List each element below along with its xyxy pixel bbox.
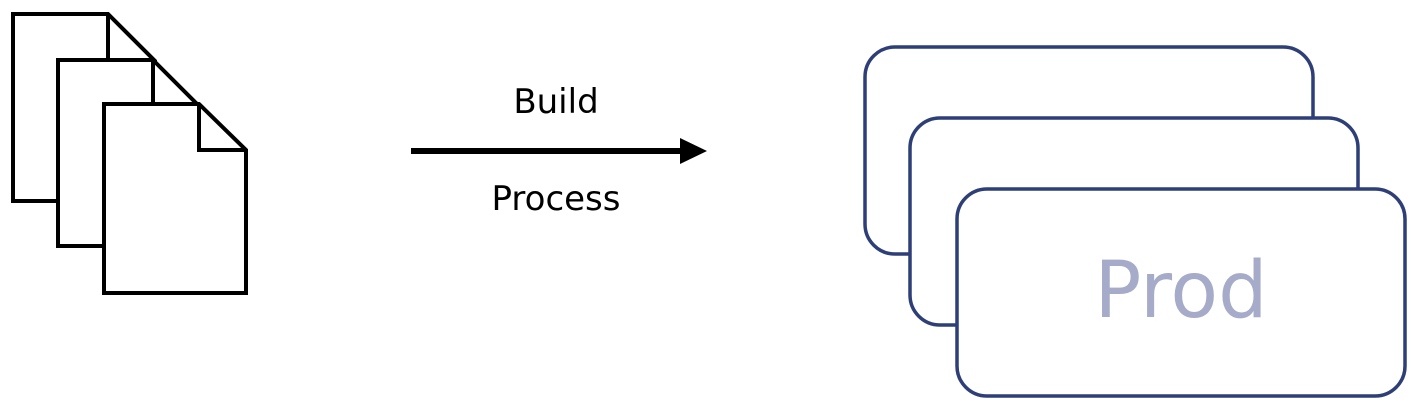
arrow-top-label: Build — [513, 82, 599, 122]
document-icon-front — [102, 102, 248, 295]
prod-label: Prod — [1094, 246, 1268, 336]
prod-cards — [863, 45, 1407, 398]
prod-card-front — [955, 187, 1407, 398]
build-arrow — [411, 138, 707, 164]
source-documents — [11, 12, 248, 295]
arrow-bottom-label: Process — [491, 179, 621, 219]
arrow-head-icon — [680, 138, 707, 164]
